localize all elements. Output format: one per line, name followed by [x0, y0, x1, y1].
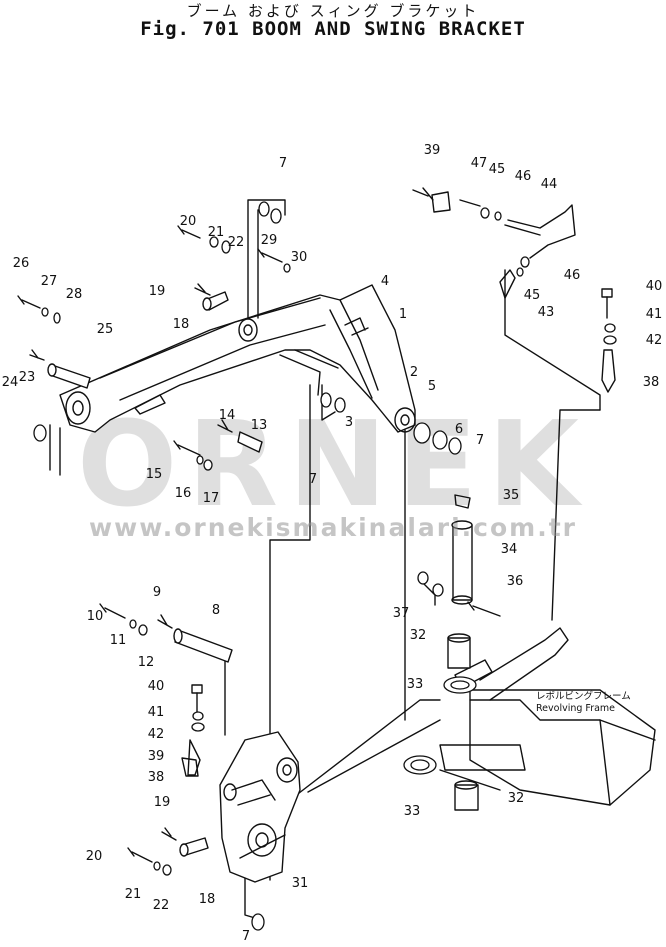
callout-17: 17: [203, 491, 220, 506]
callout-4: 4: [381, 274, 389, 289]
callout-8: 8: [212, 603, 220, 618]
callout-36: 36: [507, 574, 524, 589]
title-japanese: ブーム および スィング ブラケット: [186, 2, 480, 20]
callout-5: 5: [428, 379, 436, 394]
callout-46: 46: [515, 169, 532, 184]
callout-9: 9: [153, 585, 161, 600]
callout-28: 28: [66, 287, 83, 302]
callout-22: 22: [153, 898, 170, 913]
callout-3: 3: [345, 415, 353, 430]
callout-30: 30: [291, 250, 308, 265]
callout-15: 15: [146, 467, 163, 482]
callout-35: 35: [503, 488, 520, 503]
callout-45: 45: [524, 288, 541, 303]
figure-title: Fig. 701 BOOM AND SWING BRACKET: [140, 18, 526, 40]
callout-26: 26: [13, 256, 30, 271]
watermark-url: www.ornekismakinalari.com.tr: [89, 513, 577, 542]
callout-7: 7: [476, 433, 484, 448]
callout-25: 25: [97, 322, 114, 337]
revolving-frame: [439, 627, 656, 806]
callout-2: 2: [410, 365, 418, 380]
callout-18: 18: [173, 317, 190, 332]
callout-38: 38: [148, 770, 165, 785]
pin-18-lower: [179, 837, 209, 857]
callout-14: 14: [219, 408, 236, 423]
pin-8: [173, 628, 233, 663]
callout-40: 40: [148, 679, 165, 694]
callout-31: 31: [292, 876, 309, 891]
callout-37: 37: [393, 606, 410, 621]
callout-16: 16: [175, 486, 192, 501]
callout-11: 11: [110, 633, 127, 648]
boom-part: [59, 284, 416, 433]
callout-22: 22: [228, 235, 245, 250]
callout-43: 43: [538, 305, 555, 320]
pin-23: [47, 363, 91, 389]
frame-note-en: Revolving Frame: [536, 703, 615, 714]
callout-7: 7: [242, 929, 250, 944]
callout-34: 34: [501, 542, 518, 557]
callout-6: 6: [455, 422, 463, 437]
callout-33: 33: [404, 804, 421, 819]
callout-45: 45: [489, 162, 506, 177]
callout-18: 18: [199, 892, 216, 907]
callout-12: 12: [138, 655, 155, 670]
frame-note-jp: レボルビングフレーム: [536, 690, 631, 702]
pin-18-upper: [202, 291, 229, 311]
callout-20: 20: [86, 849, 103, 864]
callout-21: 21: [125, 887, 142, 902]
callout-40: 40: [646, 279, 663, 294]
callout-7: 7: [309, 472, 317, 487]
watermark-logo: ORNEK: [77, 395, 589, 533]
pin-13: [237, 431, 263, 453]
callout-21: 21: [208, 225, 225, 240]
callout-44: 44: [541, 177, 558, 192]
swing-bracket: [219, 731, 301, 883]
callout-41: 41: [646, 307, 663, 322]
callout-39: 39: [148, 749, 165, 764]
callout-24: 24: [2, 375, 19, 390]
callout-7: 7: [279, 156, 287, 171]
callout-32: 32: [508, 791, 525, 806]
callout-1: 1: [399, 307, 407, 322]
callout-13: 13: [251, 418, 268, 433]
callout-41: 41: [148, 705, 165, 720]
callout-39: 39: [424, 143, 441, 158]
callout-42: 42: [646, 333, 663, 348]
callout-27: 27: [41, 274, 58, 289]
callout-29: 29: [261, 233, 278, 248]
callout-10: 10: [87, 609, 104, 624]
callout-47: 47: [471, 156, 488, 171]
callout-32: 32: [410, 628, 427, 643]
callout-46: 46: [564, 268, 581, 283]
callout-33: 33: [407, 677, 424, 692]
callout-42: 42: [148, 727, 165, 742]
callout-38: 38: [643, 375, 660, 390]
callout-20: 20: [180, 214, 197, 229]
pin-34: [451, 520, 473, 605]
callout-19: 19: [149, 284, 166, 299]
callout-23: 23: [19, 370, 36, 385]
callout-19: 19: [154, 795, 171, 810]
